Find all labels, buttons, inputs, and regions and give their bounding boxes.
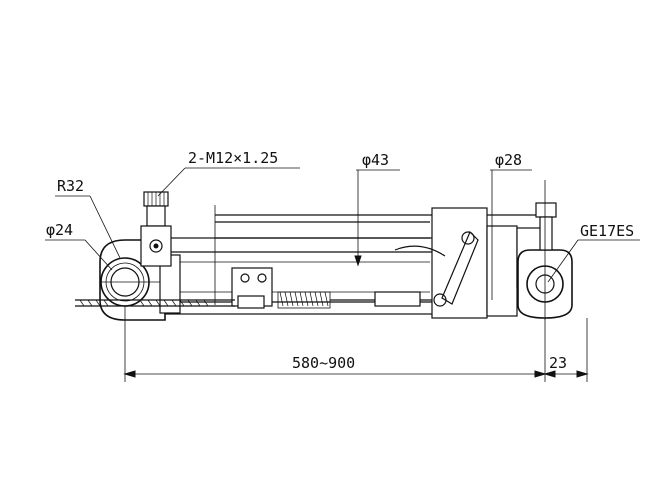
cable-assembly	[75, 291, 440, 309]
leader-lines	[45, 167, 640, 300]
thread-label: 2-M12×1.25	[188, 149, 278, 167]
bearing-label: GE17ES	[580, 222, 634, 240]
tube-diameter-label: φ43	[362, 151, 389, 169]
eye-diameter-label: φ24	[46, 221, 73, 239]
length-range-label: 580~900	[292, 354, 355, 372]
rod-diameter-label: φ28	[495, 151, 522, 169]
right-rod-eye	[517, 180, 573, 320]
bleed-valve	[140, 191, 172, 267]
dimension-lines	[123, 306, 589, 382]
clamp-block	[231, 267, 273, 309]
radius-label: R32	[57, 177, 84, 195]
offset-label: 23	[549, 354, 567, 372]
